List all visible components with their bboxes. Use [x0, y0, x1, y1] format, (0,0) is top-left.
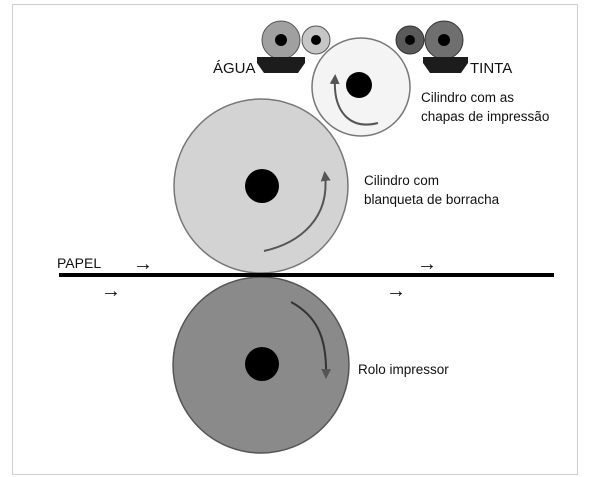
- ink-roller-large-hub: [438, 34, 450, 46]
- paper-arrow-upper-right-icon: →: [417, 253, 437, 275]
- plate-cylinder-label-line-2: chapas de impressão: [421, 109, 549, 124]
- water-label: ÁGUA: [213, 60, 256, 77]
- plate-rotation-arrow-icon: [329, 74, 379, 126]
- paper-arrow-lower-left-icon: →: [101, 280, 121, 302]
- water-tray: [257, 57, 305, 73]
- paper-arrow-upper-left-icon: →: [133, 253, 153, 275]
- ink-roller-small-hub: [405, 35, 415, 45]
- impression-rotation-arrow-icon: [290, 301, 332, 379]
- blanket-cylinder-label-line-1: Cilindro com: [364, 173, 439, 188]
- impression-roller-label: Rolo impressor: [358, 362, 449, 377]
- ink-rollers: [395, 20, 468, 73]
- ink-tray: [423, 57, 468, 73]
- blanket-cylinder-label-line-2: blanqueta de borracha: [364, 192, 500, 207]
- plate-cylinder-hub: [346, 72, 372, 98]
- paper-label: PAPEL: [57, 255, 101, 271]
- blanket-rotation-arrow-icon: [263, 171, 331, 252]
- ink-label: TINTA: [470, 60, 512, 77]
- plate-cylinder-label-line-1: Cilindro com as: [421, 90, 514, 105]
- plate-cylinder: [311, 37, 411, 137]
- blanket-cylinder-hub: [245, 169, 279, 203]
- blanket-cylinder: [173, 98, 349, 274]
- water-roller-large-hub: [275, 34, 287, 46]
- impression-roller: [172, 276, 350, 454]
- water-roller-small-hub: [311, 35, 321, 45]
- impression-roller-hub: [245, 347, 279, 381]
- paper-arrow-lower-right-icon: →: [386, 280, 406, 302]
- water-rollers: [257, 20, 331, 73]
